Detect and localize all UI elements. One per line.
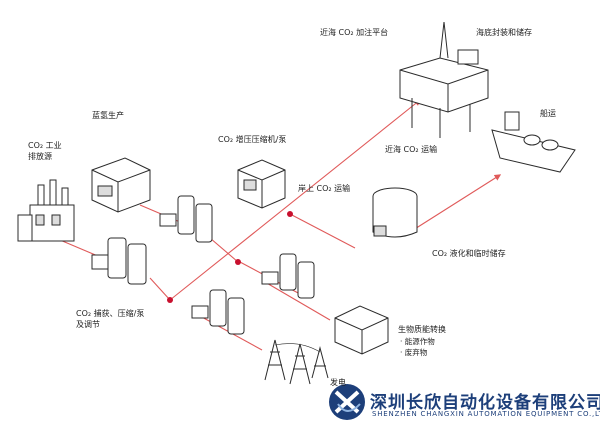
liquefaction-tank-icon [372,187,418,238]
company-name-cn: 深圳长欣自动化设备有限公司 [370,393,600,413]
label-industrial-source: CO₂ 工业 排放源 [28,141,62,161]
node-dot [167,297,173,303]
label-power: 发电 [330,378,346,387]
node-dots [167,211,293,303]
label-liquefaction: CO₂ 液化和临时储存 [432,249,506,258]
hydrogen-tanks-icon [159,195,213,243]
label-seabed-storage: 海底封装和储存 [476,28,532,37]
flow-main-line [169,99,422,301]
ship-icon [491,111,576,173]
onshore-tanks-icon [261,253,315,299]
label-blue-hydrogen: 蓝氢生产 [92,111,124,120]
company-logo-icon [329,384,365,420]
industrial-factory-icon [17,179,75,242]
lower-tanks-icon [191,289,245,335]
label-offshore-platform: 近海 CO₂ 加注平台 [320,28,389,37]
label-booster: CO₂ 增压压缩机/泵 [218,135,287,144]
label-offshore-transport: 近海 CO₂ 运输 [385,145,438,154]
label-bio-item-1: · 能源作物 [400,337,435,346]
company-name-en: SHENZHEN CHANGXIN AUTOMATION EQUIPMENT C… [372,410,600,418]
hydrogen-plant-icon [91,157,151,213]
flow-liquefaction-to-ship [409,174,502,233]
label-shipping: 船运 [540,109,556,118]
flow-onshore-branch [289,213,356,249]
label-bio-title: 生物质能转换 [398,325,446,334]
flow-capture-to-main [149,277,171,301]
booster-compressor-icon [237,159,286,209]
power-towers-icon [264,339,329,385]
flow-bio-to-main [264,281,331,321]
label-onshore-transport: 岸上 CO₂ 运输 [298,184,351,193]
node-dot [235,259,241,265]
capture-tanks-icon [91,237,147,285]
label-capture: CO₂ 捕获、压缩/泵 及调节 [76,309,145,329]
biomass-plant-icon [334,305,389,355]
node-dot [287,211,293,217]
flow-tanks-to-onshore [209,237,239,263]
label-bio-item-2: · 废弃物 [400,348,428,357]
offshore-platform-icon [399,21,489,138]
